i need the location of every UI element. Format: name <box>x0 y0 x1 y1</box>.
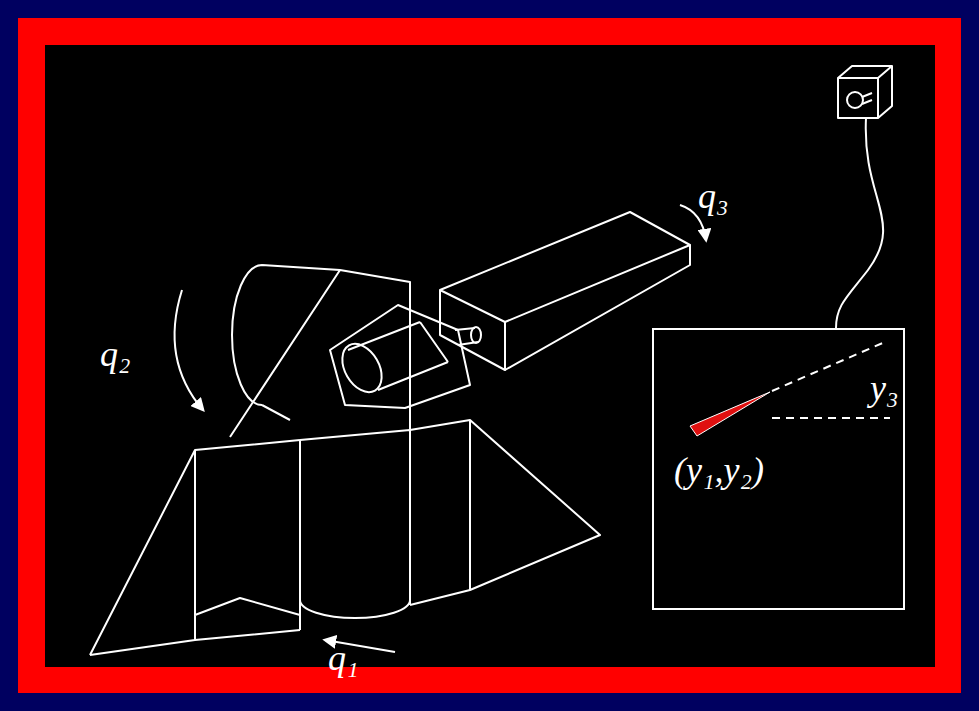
camera-lens <box>847 92 863 108</box>
camera-body <box>838 66 892 118</box>
motor-housing <box>330 305 470 408</box>
camera-wire <box>836 118 883 328</box>
joint-label: q₁ <box>328 640 359 676</box>
camera-lens-barrel <box>862 93 872 104</box>
left-support <box>90 440 300 655</box>
shoulder-cylinder <box>232 265 340 420</box>
screen-box: y₃ (y₁,y₂) <box>652 328 905 610</box>
angle-label: y₃ <box>870 370 899 406</box>
joint-label: q₂ <box>100 336 131 372</box>
dashed-reference <box>772 417 890 419</box>
middle-block <box>300 430 410 630</box>
red-wedge <box>690 392 770 436</box>
joint-label: q₃ <box>698 178 729 214</box>
robot-lines <box>90 66 892 655</box>
q2-arrow <box>175 290 203 410</box>
base-cylinder <box>300 600 410 618</box>
arm-side <box>505 245 690 370</box>
camera-front <box>838 78 878 118</box>
right-support <box>410 420 600 605</box>
dashed-axis <box>772 342 885 391</box>
shaft-end <box>471 327 481 343</box>
position-label: (y₁,y₂) <box>674 452 764 488</box>
arm-top <box>440 212 690 322</box>
black-panel <box>45 45 935 667</box>
arm-front <box>440 290 505 370</box>
left-support-face <box>90 450 300 655</box>
shoulder-plate <box>230 270 410 437</box>
motor-cylinder <box>348 322 448 390</box>
red-frame <box>18 18 961 693</box>
